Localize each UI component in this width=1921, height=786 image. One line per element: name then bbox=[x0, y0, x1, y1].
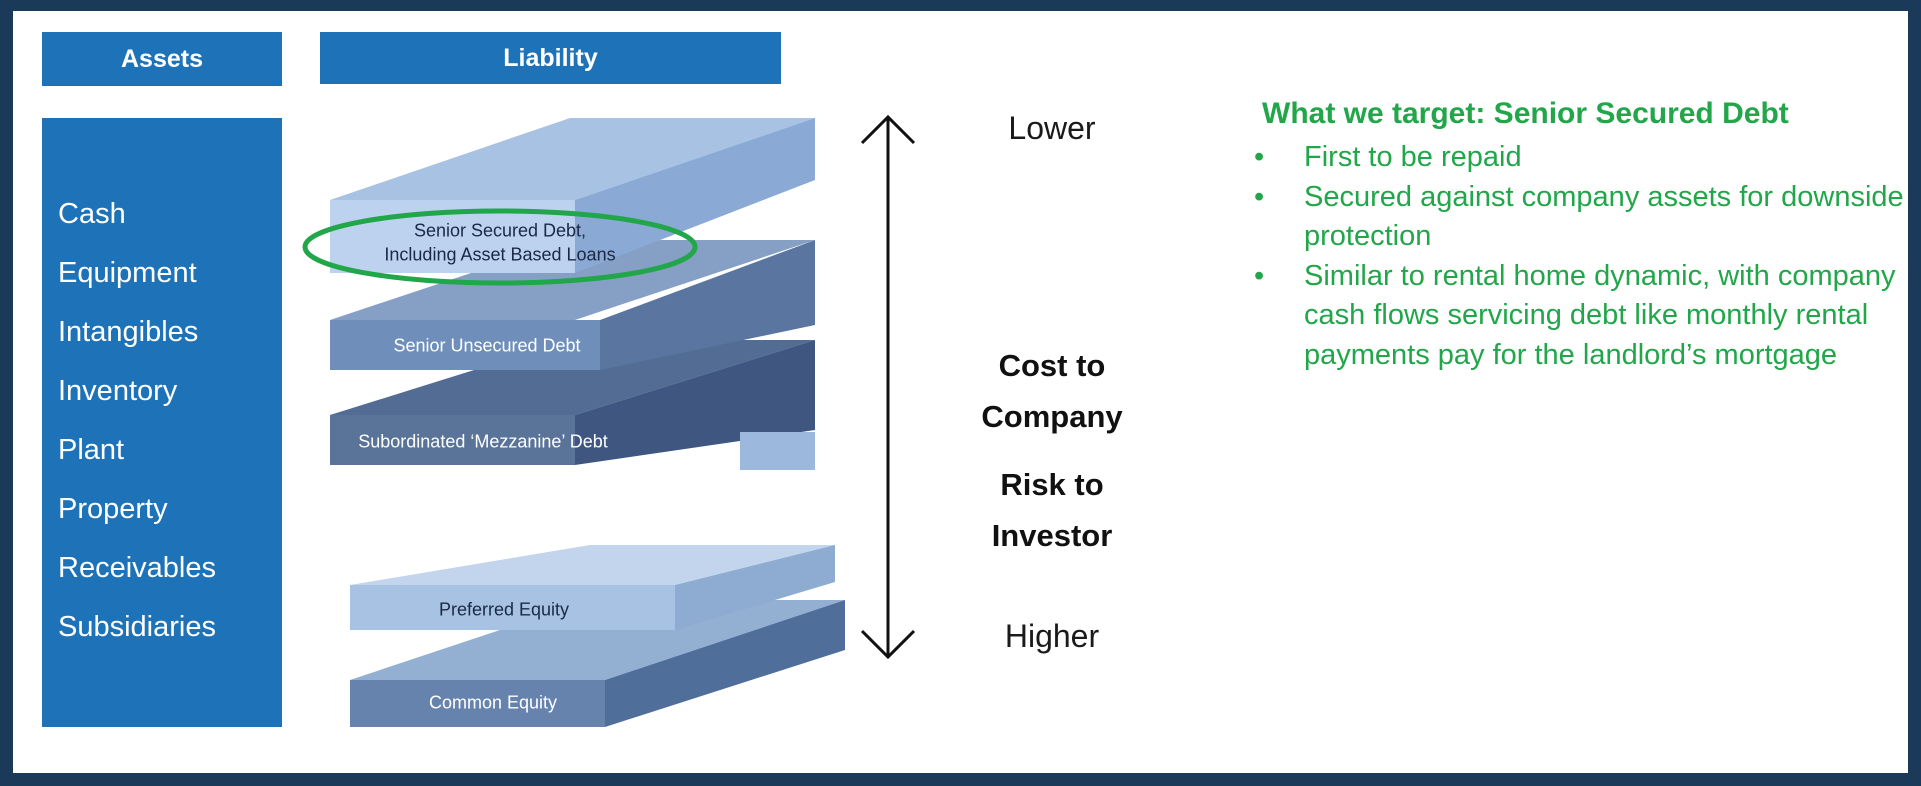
assets-panel: Cash Equipment Intangibles Inventory Pla… bbox=[42, 118, 282, 727]
preferred-equity-label: Preferred Equity bbox=[438, 599, 570, 620]
target-bullet-item: • First to be repaid bbox=[1254, 138, 1904, 178]
asset-item-inventory: Inventory bbox=[58, 375, 178, 407]
mezzanine-debt-label: Subordinated ‘Mezzanine’ Debt bbox=[358, 431, 608, 452]
asset-item-plant: Plant bbox=[58, 434, 125, 466]
senior-secured-debt-label-line2: Including Asset Based Loans bbox=[384, 244, 616, 265]
frame-border-left bbox=[0, 0, 13, 786]
senior-secured-highlight-ellipse bbox=[302, 208, 698, 286]
cost-to-company-label: Cost to Company bbox=[942, 340, 1162, 442]
asset-item-receivables: Receivables bbox=[58, 552, 216, 584]
asset-item-intangibles: Intangibles bbox=[58, 316, 199, 348]
bullet-glyph: • bbox=[1254, 259, 1265, 292]
target-bullet-text: First to be repaid bbox=[1304, 141, 1522, 173]
scale-higher-label: Higher bbox=[1004, 618, 1100, 654]
risk-scale-arrow bbox=[860, 114, 916, 660]
senior-unsecured-debt-label: Senior Unsecured Debt bbox=[393, 335, 581, 356]
scale-lower-label: Lower bbox=[1008, 110, 1096, 146]
asset-item-equipment: Equipment bbox=[58, 257, 197, 289]
liability-header-label: Liability bbox=[503, 43, 598, 72]
senior-secured-debt-label-line1: Senior Secured Debt, bbox=[413, 220, 587, 241]
target-bullet-text: Similar to rental home dynamic, with com… bbox=[1304, 259, 1896, 371]
target-bullet-item: • Secured against company assets for down… bbox=[1254, 178, 1904, 257]
common-equity-slab bbox=[350, 600, 845, 727]
asset-item-cash: Cash bbox=[58, 198, 126, 230]
bullet-glyph: • bbox=[1254, 141, 1265, 173]
target-title: What we target: Senior Secured Debt bbox=[1262, 97, 1789, 130]
frame-border-top bbox=[0, 0, 1921, 11]
risk-to-investor-label: Risk to Investor bbox=[942, 459, 1162, 561]
cost-to-company-line1: Cost to bbox=[998, 348, 1106, 383]
preferred-equity-slab bbox=[350, 545, 835, 630]
target-bullet-list: • First to be repaid • Secured against com… bbox=[1254, 138, 1904, 375]
risk-to-investor-line1: Risk to bbox=[1000, 467, 1104, 502]
target-bullet-text: Secured against company assets for downs… bbox=[1304, 180, 1904, 253]
asset-item-property: Property bbox=[58, 493, 168, 525]
bullet-glyph: • bbox=[1254, 180, 1265, 213]
cost-to-company-line2: Company bbox=[981, 399, 1123, 434]
assets-header-label: Assets bbox=[121, 44, 203, 73]
risk-to-investor-line2: Investor bbox=[991, 518, 1113, 553]
liability-header: Liability bbox=[320, 32, 781, 84]
frame-border-bottom bbox=[0, 773, 1921, 786]
mezzanine-right-block bbox=[740, 432, 815, 470]
target-bullet-item: • Similar to rental home dynamic, with co… bbox=[1254, 257, 1904, 376]
common-equity-label: Common Equity bbox=[428, 692, 558, 713]
asset-item-subsidiaries: Subsidiaries bbox=[58, 611, 216, 643]
assets-header: Assets bbox=[42, 32, 282, 86]
frame-border-right bbox=[1908, 0, 1921, 786]
